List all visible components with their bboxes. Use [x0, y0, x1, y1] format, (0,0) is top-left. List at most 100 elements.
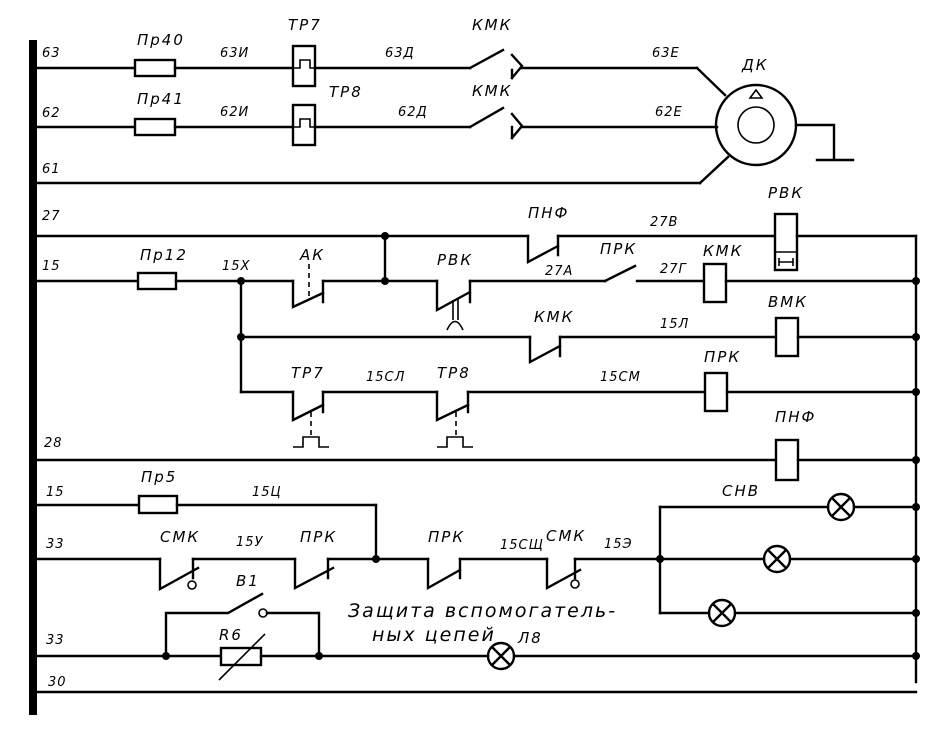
- wire-label-15sm: 15СМ: [600, 370, 641, 385]
- kmk-contact-2-label: КМК: [472, 82, 512, 100]
- wire-label-62e: 62Е: [655, 105, 683, 120]
- wire-label-62d: 62Д: [398, 105, 428, 120]
- circuit-row-61: 61: [31, 155, 730, 185]
- prk-coil-label: ПРК: [704, 348, 741, 366]
- thermal-relay-tr8: [291, 103, 317, 147]
- lamp-l8: [486, 641, 516, 671]
- wire-label-15u: 15У: [236, 535, 264, 550]
- tr7-contact: [291, 390, 329, 448]
- prk-contact-mid: [293, 557, 335, 590]
- pnf-coil-label: ПНФ: [775, 408, 816, 426]
- wire-label-27g: 27Г: [660, 262, 688, 277]
- circuit-row-15-top: 15 Пр12 15Х АК РВК 27А ПРК 27Г КМК: [31, 234, 920, 331]
- rvk-coil: [773, 212, 799, 272]
- wire-label-15x: 15Х: [222, 259, 251, 274]
- wire-label-27a: 27А: [545, 264, 573, 279]
- switch-v1-label: В1: [236, 572, 260, 590]
- pnf-contact-label: ПНФ: [528, 204, 569, 222]
- resistor-r6-label: R6: [219, 626, 243, 644]
- pnf-coil: [774, 438, 800, 482]
- wire-label-61: 61: [42, 162, 61, 177]
- lamp-snv-1: [826, 492, 856, 522]
- motor-dk: [714, 83, 855, 167]
- wire-label-15e: 15Э: [604, 537, 633, 552]
- wire-label-28: 28: [44, 436, 63, 451]
- tr8-contact: [435, 390, 473, 448]
- circuit-row-15sm: ТР7 15СЛ ТР8 15СМ ПРК: [239, 348, 920, 448]
- circuit-row-30: 30: [31, 675, 918, 694]
- thermal-relay-tr7: [291, 44, 317, 88]
- smk-contact-1-label: СМК: [160, 528, 200, 546]
- prk-contact-top-label: ПРК: [600, 240, 637, 258]
- snv-lamp-group: [658, 492, 920, 628]
- fuse-pr40-label: Пр40: [137, 31, 185, 49]
- prk-coil: [703, 371, 729, 413]
- wire-label-15b: 15: [46, 485, 65, 500]
- fuse-pr41: [133, 117, 177, 137]
- kmk-contact-nc: [528, 335, 562, 364]
- prk-contact-mid-label: ПРК: [300, 528, 337, 546]
- circuit-row-28: 28 ПНФ: [31, 408, 920, 482]
- lamp-snv-2: [762, 544, 792, 574]
- vmk-coil: [774, 316, 800, 358]
- wire-label-15sl: 15СЛ: [366, 370, 405, 385]
- circuit-row-15l: КМК 15Л ВМК: [239, 293, 920, 364]
- switch-v1: [164, 592, 321, 658]
- note-line-2: ных цепей: [372, 624, 496, 646]
- prk-contact-right-label: ПРК: [428, 528, 465, 546]
- circuit-row-15-bottom: 15 Пр5 15Ц: [31, 468, 378, 561]
- ak-contact-label: АК: [299, 246, 325, 264]
- fuse-pr5: [137, 494, 179, 515]
- wire-label-33b: 33: [46, 633, 65, 648]
- fuse-pr12: [136, 271, 178, 291]
- lamp-snv-3: [707, 598, 737, 628]
- fuse-pr5-label: Пр5: [141, 468, 177, 486]
- wire-label-15sch: 15СЩ: [500, 538, 544, 553]
- pnf-contact: [526, 234, 560, 264]
- wire-label-63i: 63И: [220, 46, 249, 61]
- thermal-relay-tr8-label: ТР8: [329, 83, 363, 101]
- wire-label-27v: 27В: [650, 215, 678, 230]
- rvk-contact: [435, 279, 472, 331]
- rvk-contact-label: РВК: [437, 251, 473, 269]
- fuse-pr41-label: Пр41: [137, 90, 185, 108]
- prk-contact-no: [603, 264, 637, 283]
- circuit-row-27: 27 ПНФ 27В РВК: [31, 184, 918, 272]
- kmk-coil-label: КМК: [703, 242, 743, 260]
- wire-label-63: 63: [42, 46, 61, 61]
- thermal-relay-tr7-label: ТР7: [288, 16, 322, 34]
- circuit-row-63: 63 Пр40 63И ТР7 63Д КМК 63Е: [31, 16, 727, 97]
- wire-label-63d: 63Д: [385, 46, 415, 61]
- kmk-contact-2: [468, 106, 524, 140]
- snv-lamps-label: СНВ: [722, 482, 760, 500]
- prk-contact-right: [426, 557, 462, 591]
- fuse-pr12-label: Пр12: [140, 246, 188, 264]
- wire-label-33a: 33: [46, 537, 65, 552]
- motor-dk-label: ДК: [741, 56, 768, 74]
- wire-label-15c: 15Ц: [252, 485, 282, 500]
- smk-contact-2: [545, 557, 582, 591]
- wire-label-63e: 63Е: [652, 46, 680, 61]
- tr7-contact-label: ТР7: [291, 364, 325, 382]
- wire-label-62: 62: [42, 106, 61, 121]
- kmk-contact-1-label: КМК: [472, 16, 512, 34]
- smk-contact-1: [158, 557, 200, 592]
- note-line-1: Защита вспомогатель-: [348, 600, 617, 622]
- kmk-contact-1: [468, 48, 524, 80]
- kmk-contact-nc-label: КМК: [534, 308, 574, 326]
- wire-label-62i: 62И: [220, 105, 249, 120]
- ak-contact: [291, 264, 325, 309]
- smk-contact-2-label: СМК: [546, 527, 586, 545]
- kmk-coil: [702, 262, 728, 304]
- wire-label-15a: 15: [42, 259, 61, 274]
- circuit-row-62: 62 Пр41 62И ТР8 62Д КМК 62Е: [31, 82, 719, 147]
- wire-label-15l: 15Л: [660, 317, 689, 332]
- wire-label-27: 27: [42, 209, 61, 224]
- circuit-row-33-top: 33 СМК 15У ПРК ПРК 15СЩ СМК 15Э: [31, 527, 664, 592]
- lamp-l8-label: Л8: [517, 629, 543, 647]
- fuse-pr40: [133, 58, 177, 78]
- tr8-contact-label: ТР8: [437, 364, 471, 382]
- rvk-coil-label: РВК: [768, 184, 804, 202]
- circuit-row-33-bottom: 33 В1 R6 Л8: [31, 572, 920, 681]
